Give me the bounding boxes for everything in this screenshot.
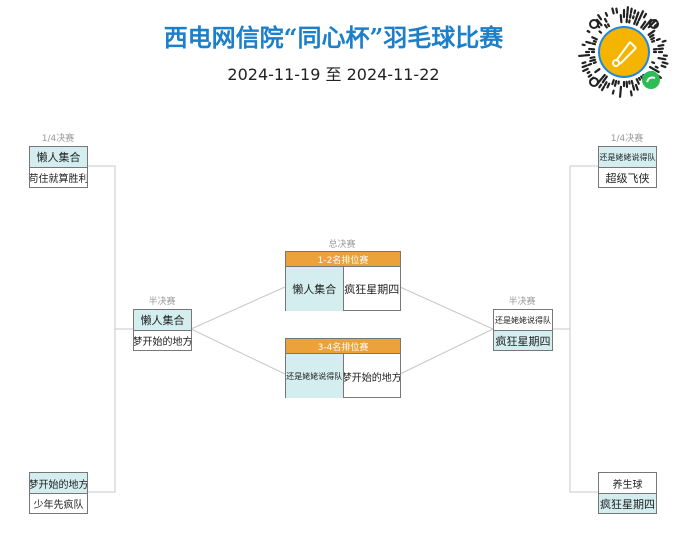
team-loser: 还是姥姥说得队 (495, 315, 551, 325)
final-1-2-title: 1-2名排位赛 (286, 252, 400, 266)
team-loser: 苟住就算胜利 (30, 167, 87, 187)
team-winner: 疯狂星期四 (599, 493, 656, 513)
round-label-quarter-left: 1/4决赛 (41, 134, 75, 144)
team-winner: 还是姥姥说得队 (599, 147, 656, 167)
team-winner: 懒人集合 (134, 310, 191, 330)
match-right-semi[interactable]: 还是姥姥说得队 疯狂星期四 (493, 309, 553, 351)
page-title: 西电网信院“同心杯”羽毛球比赛 (163, 23, 504, 52)
match-final-1-2[interactable]: 1-2名排位赛 懒人集合 疯狂星期四 (285, 251, 401, 311)
date-range: 2024-11-19 至 2024-11-22 (227, 65, 440, 84)
match-right-qf-top[interactable]: 还是姥姥说得队 超级飞侠 (598, 146, 657, 188)
round-label-semi-right: 半决赛 (508, 297, 536, 307)
team-champion: 懒人集合 (286, 267, 343, 311)
team-loser: 超级飞侠 (599, 167, 656, 187)
team-winner: 疯狂星期四 (494, 330, 552, 350)
match-final-3-4[interactable]: 3-4名排位赛 还是姥姥说得队 梦开始的地方 (285, 338, 401, 398)
round-label-quarter-right: 1/4决赛 (610, 134, 644, 144)
round-label-final: 总决赛 (328, 240, 356, 250)
team-loser: 养生球 (612, 479, 643, 491)
match-right-qf-bottom[interactable]: 养生球 疯狂星期四 (598, 472, 657, 514)
team-winner: 梦开始的地方 (30, 473, 87, 493)
team-loser: 少年先疯队 (30, 493, 87, 513)
team-runner-up: 疯狂星期四 (342, 267, 401, 311)
final-3-4-title: 3-4名排位赛 (286, 339, 400, 353)
team-fourth: 梦开始的地方 (342, 354, 400, 398)
team-third: 还是姥姥说得队 (286, 354, 343, 398)
match-left-semi[interactable]: 懒人集合 梦开始的地方 (133, 309, 192, 351)
match-left-qf-bottom[interactable]: 梦开始的地方 少年先疯队 (29, 472, 88, 514)
team-winner: 懒人集合 (30, 147, 87, 167)
round-label-semi-left: 半决赛 (148, 297, 176, 307)
qr-code-icon[interactable] (578, 6, 670, 98)
team-loser: 梦开始的地方 (134, 330, 191, 350)
match-left-qf-top[interactable]: 懒人集合 苟住就算胜利 (29, 146, 88, 188)
